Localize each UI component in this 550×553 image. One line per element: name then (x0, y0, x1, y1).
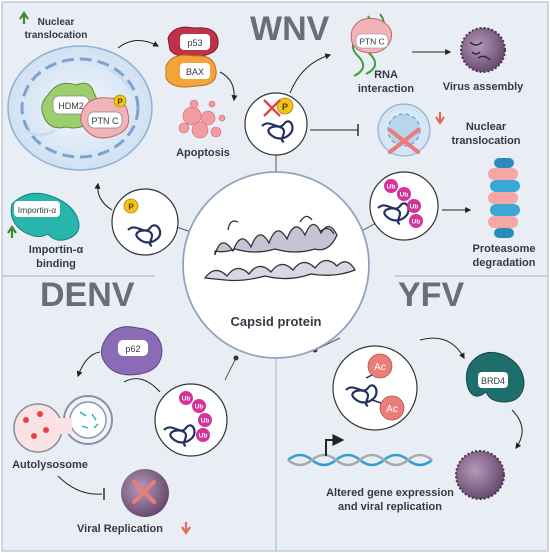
rna-interaction-2: interaction (358, 83, 415, 95)
arrow-to-virus-yfv (511, 409, 523, 449)
ac-label-2: Ac (386, 404, 398, 415)
inhibit-line-denv (57, 475, 103, 495)
nuclear-translocation-top-1: Nuclear (38, 17, 75, 28)
acetyl-icon-1 (367, 353, 393, 379)
importin-phospho-circle: P (111, 188, 179, 256)
apoptosis-icon (178, 99, 226, 139)
apoptosis-label: Apoptosis (176, 147, 230, 159)
ac-label-1: Ac (374, 362, 386, 373)
ub-label-2: Ub (400, 192, 409, 199)
nuclear-translocation-right-1: Nuclear (466, 121, 507, 133)
rna-interaction-1: RNA (374, 69, 398, 81)
denv-ub-label-3: Ub (201, 418, 210, 425)
acetyl-circle: Ac Ac (332, 345, 418, 431)
arrow-to-apoptosis (219, 71, 238, 102)
title-denv: DENV (40, 276, 135, 314)
arrow-to-brd4 (419, 337, 465, 360)
proteasome-2: degradation (473, 257, 536, 269)
rna-interaction-icon: PTN C (350, 13, 393, 77)
title-yfv: YFV (398, 276, 464, 314)
up-arrow-icon-importin (7, 225, 17, 238)
autolysosome-label: Autolysosome (12, 459, 88, 471)
ub-label-1: Ub (387, 184, 396, 191)
ubiquitin-circle: Ub Ub Ub Ub (369, 171, 439, 241)
importin-binding-1: Importin-α (29, 244, 84, 256)
nuclear-translocation-right-2: translocation (451, 135, 520, 147)
proteasome-1: Proteasome (473, 243, 536, 255)
phospho-label: P (117, 98, 123, 107)
virus-assembly-label: Virus assembly (443, 81, 524, 93)
proteasome-icon (488, 158, 520, 238)
p53-label: p53 (187, 38, 202, 48)
nuclear-translocation-top-2: translocation (25, 30, 88, 41)
acetyl-icon-2 (379, 395, 405, 421)
arrow-to-autolysosome (76, 351, 101, 378)
capsid-chain-icon (127, 224, 162, 248)
up-arrow-icon (19, 11, 29, 24)
virus-particle-icon-yfv (455, 450, 505, 500)
arrow-to-nucleus (94, 182, 113, 211)
phospho-inhibition-circle: P (244, 92, 308, 156)
denv-ub-label-2: Ub (195, 404, 204, 411)
importin-protein: Importin-α (10, 192, 80, 241)
importin-label: Importin-α (18, 205, 57, 215)
title-wnv: WNV (250, 10, 330, 48)
center-label: Capsid protein (230, 314, 321, 329)
ubiquitin-chain-icon (384, 179, 423, 228)
phospho-label-3: P (282, 102, 288, 112)
capsid-chain-icon-2 (261, 120, 294, 144)
capsid-protein-center: Capsid protein (182, 171, 370, 359)
dna-helix-icon (287, 434, 433, 467)
denv-ubiquitin-circle: Ub Ub Ub Ub (154, 383, 228, 457)
brd4-protein: BRD4 (465, 351, 525, 403)
hdm2-label: HDM2 (58, 101, 84, 111)
autolysosome-icon (13, 395, 113, 453)
brd4-label: BRD4 (481, 376, 505, 386)
capsid-structure-icon (203, 215, 356, 282)
altered-1: Altered gene expression (326, 487, 454, 499)
down-arrow-icon-denv (181, 522, 191, 535)
blocked-virus-icon (121, 469, 169, 517)
p62-protein: p62 (100, 326, 163, 376)
bax-label: BAX (186, 67, 204, 77)
phospho-icon (113, 94, 127, 108)
line-p62 (123, 378, 161, 393)
denv-ub-label-1: Ub (182, 396, 191, 403)
p53-protein: p53 (167, 26, 219, 58)
ub-label-4: Ub (412, 219, 421, 226)
blocked-nucleus-icon (377, 103, 431, 157)
virus-particle-icon (460, 27, 506, 73)
denv-ub-label-4: Ub (199, 433, 208, 440)
viral-replication-label: Viral Replication (77, 523, 163, 535)
phospho-label-2: P (128, 203, 134, 212)
bax-protein: BAX (165, 54, 217, 88)
ub-label-3: Ub (410, 204, 419, 211)
p62-label: p62 (125, 344, 140, 354)
importin-binding-2: binding (36, 258, 76, 270)
ptn-c-protein: PTN C P (80, 94, 130, 139)
ptn-c-label: PTN C (92, 116, 120, 126)
down-arrow-icon (435, 112, 445, 125)
arrow-to-p53 (117, 40, 160, 49)
altered-2: and viral replication (338, 501, 442, 513)
block-x-icon (263, 99, 281, 117)
arrow-to-rna (289, 53, 332, 94)
ptn-c-label-2: PTN C (359, 37, 385, 47)
